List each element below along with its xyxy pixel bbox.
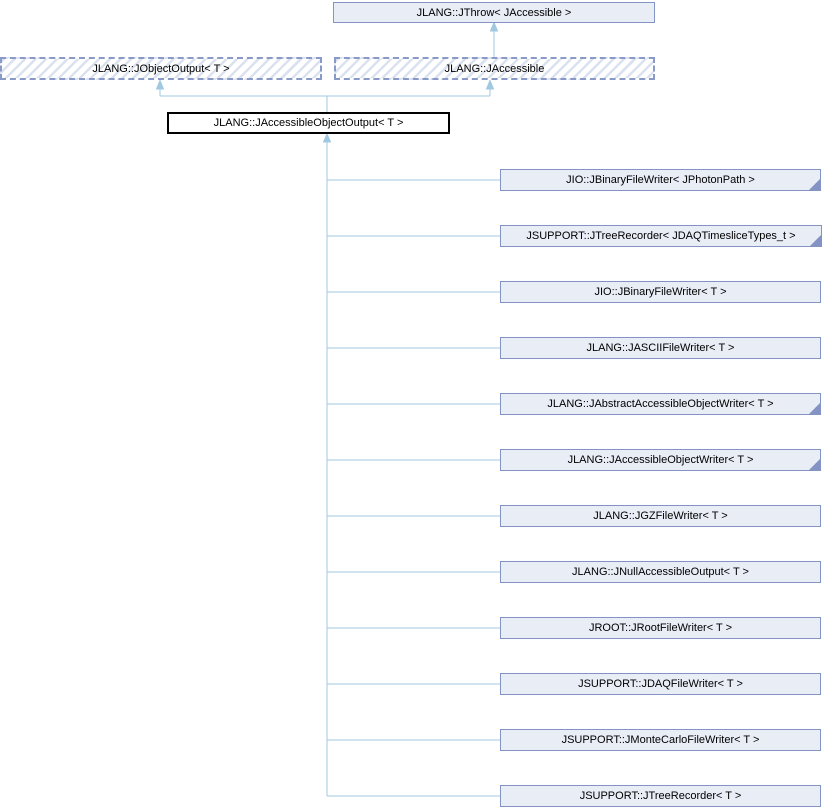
class-node-derived[interactable]: JSUPPORT::JTreeRecorder< JDAQTimesliceTy… (500, 225, 822, 247)
class-node-label: JLANG::JAccessibleObjectWriter< T > (567, 454, 754, 466)
subclass-fold-indicator (810, 235, 821, 246)
edge-derived-trunk (322, 132, 500, 797)
class-node-label: JSUPPORT::JTreeRecorder< T > (579, 790, 742, 802)
class-node-label: JLANG::JNullAccessibleOutput< T > (572, 566, 749, 578)
class-node-label: JLANG::JASCIIFileWriter< T > (586, 342, 735, 354)
class-node-label: JIO::JBinaryFileWriter< T > (594, 286, 727, 298)
subclass-fold-indicator (809, 459, 820, 470)
class-node-derived[interactable]: JSUPPORT::JDAQFileWriter< T > (500, 673, 821, 695)
class-node-label: JIO::JBinaryFileWriter< JPhotonPath > (566, 174, 755, 186)
class-node-label: JSUPPORT::JMonteCarloFileWriter< T > (561, 734, 760, 746)
class-node-derived[interactable]: JLANG::JNullAccessibleOutput< T > (500, 561, 821, 583)
class-node-derived[interactable]: JIO::JBinaryFileWriter< JPhotonPath > (500, 169, 821, 191)
class-node-label: JLANG::JGZFileWriter< T > (593, 510, 728, 522)
edge-main-to-parents (155, 79, 495, 113)
class-node-derived[interactable]: JLANG::JGZFileWriter< T > (500, 505, 821, 527)
edge-jaccessible-to-jthrow (489, 21, 499, 57)
class-node-current-jaccessibleobjectoutput: JLANG::JAccessibleObjectOutput< T > (167, 112, 450, 134)
class-node-jobjectoutput[interactable]: JLANG::JObjectOutput< T > (0, 57, 322, 80)
class-node-jaccessible[interactable]: JLANG::JAccessible (334, 57, 655, 80)
class-node-label: JSUPPORT::JTreeRecorder< JDAQTimesliceTy… (526, 230, 796, 242)
class-node-jthrow[interactable]: JLANG::JThrow< JAccessible > (333, 2, 655, 23)
class-node-label: JLANG::JAbstractAccessibleObjectWriter< … (547, 398, 774, 410)
subclass-fold-indicator (809, 179, 820, 190)
class-node-derived[interactable]: JSUPPORT::JTreeRecorder< T > (500, 785, 821, 807)
class-node-derived[interactable]: JROOT::JRootFileWriter< T > (500, 617, 821, 639)
class-node-derived[interactable]: JSUPPORT::JMonteCarloFileWriter< T > (500, 729, 821, 751)
class-node-label: JROOT::JRootFileWriter< T > (588, 622, 733, 634)
class-node-derived[interactable]: JLANG::JAbstractAccessibleObjectWriter< … (500, 393, 821, 415)
class-node-derived[interactable]: JLANG::JASCIIFileWriter< T > (500, 337, 821, 359)
class-node-label: JSUPPORT::JDAQFileWriter< T > (578, 678, 743, 690)
subclass-fold-indicator (809, 403, 820, 414)
class-node-derived[interactable]: JLANG::JAccessibleObjectWriter< T > (500, 449, 821, 471)
class-node-derived[interactable]: JIO::JBinaryFileWriter< T > (500, 281, 821, 303)
